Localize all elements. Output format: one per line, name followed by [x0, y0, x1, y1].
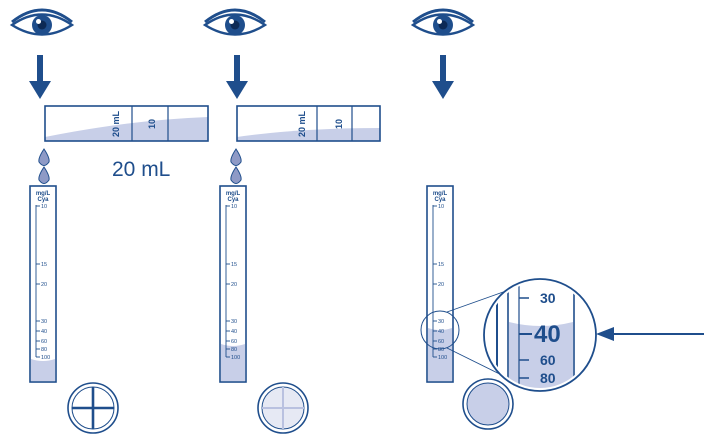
tube-scale-label: 10 [41, 204, 47, 210]
drop-icon [38, 148, 50, 184]
tube-unit-line1: mg/L [36, 191, 51, 197]
focus-circle [420, 310, 460, 350]
magnifier-scale-label: 80 [540, 370, 556, 386]
magnifier-scale-label: 60 [540, 352, 556, 368]
magnifier-reading-label: 40 [534, 321, 561, 348]
tube-scale-label: 40 [41, 329, 47, 335]
magnifier: 30 40 60 80 [483, 278, 597, 392]
tube-unit-line2: Cya [227, 197, 239, 203]
tube-scale-label: 60 [41, 339, 47, 345]
tube-scale-label: 10 [231, 204, 237, 210]
comparison-tube: mg/L Cya 10 15 20 30 40 60 80 100 [219, 185, 247, 383]
crosshair-faint-icon [257, 382, 309, 434]
drop-icon [230, 148, 242, 184]
tube-scale-label: 80 [438, 347, 444, 353]
tube-scale-label: 40 [231, 329, 237, 335]
comparison-tube: mg/L Cya 10 15 20 30 40 60 80 100 [426, 185, 454, 383]
tube-scale-label: 20 [438, 282, 444, 288]
arrow-down-icon [432, 55, 454, 99]
cell-mark-label: 10 [147, 119, 157, 129]
tube-scale-label: 40 [438, 329, 444, 335]
cell-volume-label: 20 mL [111, 110, 121, 137]
tube-scale-label: 100 [438, 355, 447, 361]
volume-caption: 20 mL [112, 158, 171, 181]
eye-icon [9, 8, 75, 36]
comparison-tube: mg/L Cya 10 15 20 30 40 60 80 100 [29, 185, 57, 383]
sample-cell: 20 mL 10 [44, 105, 209, 142]
tube-scale-label: 15 [41, 262, 47, 268]
tube-scale-label: 15 [438, 262, 444, 268]
tube-scale-label: 80 [231, 347, 237, 353]
tube-unit-line1: mg/L [226, 191, 241, 197]
crosshair-clear-icon [67, 382, 119, 434]
tube-scale-label: 30 [438, 319, 444, 325]
tube-scale-label: 30 [231, 319, 237, 325]
eye-icon [202, 8, 268, 36]
arrow-down-icon [29, 55, 51, 99]
tube-unit-line2: Cya [434, 197, 446, 203]
tube-unit-line1: mg/L [433, 191, 448, 197]
cell-mark-label: 10 [334, 119, 344, 129]
tube-scale-label: 20 [231, 282, 237, 288]
arrow-left-icon [596, 327, 704, 341]
panel-2: 20 mL 10 mg/L Cya 10 15 20 30 40 60 80 100 [202, 8, 381, 434]
tube-scale-label: 80 [41, 347, 47, 353]
tube-scale-label: 15 [231, 262, 237, 268]
sample-cell: 20 mL 10 [236, 105, 381, 142]
panel-3: mg/L Cya 10 15 20 30 40 60 80 100 30 40 60 80 [410, 8, 704, 430]
eye-icon [410, 8, 476, 36]
arrow-down-icon [226, 55, 248, 99]
tube-scale-label: 60 [231, 339, 237, 345]
tube-scale-label: 20 [41, 282, 47, 288]
tube-unit-line2: Cya [37, 197, 49, 203]
tube-scale-label: 100 [41, 355, 50, 361]
cell-volume-label: 20 mL [297, 110, 307, 137]
tube-scale-label: 60 [438, 339, 444, 345]
tube-scale-label: 10 [438, 204, 444, 210]
magnifier-scale-label: 30 [540, 290, 556, 306]
tube-scale-label: 30 [41, 319, 47, 325]
crosshair-hidden-icon [462, 378, 514, 430]
panel-1: 20 mL 10 mg/L Cya 10 15 20 30 40 60 80 100 [9, 8, 209, 434]
tube-scale-label: 100 [231, 355, 240, 361]
